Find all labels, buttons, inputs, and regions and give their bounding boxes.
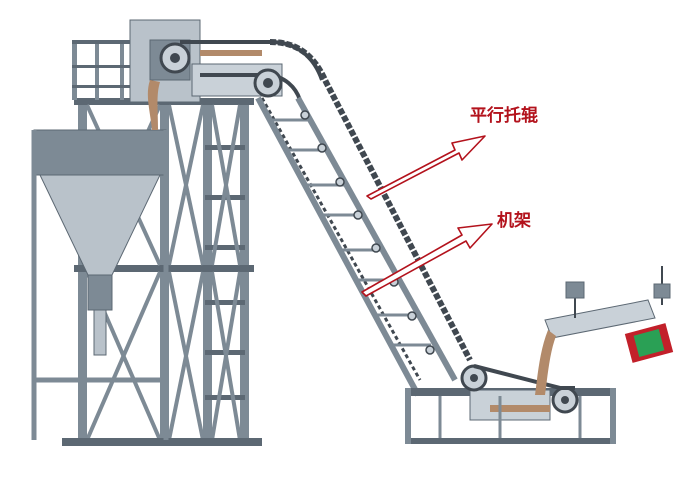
vibrating-feeder — [535, 266, 674, 395]
inclined-conveyor — [255, 39, 473, 397]
callout-arrow-frame — [361, 223, 493, 297]
top-drive-housing — [129, 19, 201, 130]
material-hopper — [31, 129, 169, 440]
upper-conveyor — [180, 40, 324, 101]
frame-label: 机架 — [497, 211, 531, 231]
tail-section — [405, 364, 616, 444]
parallel-idler-label: 平行托辊 — [470, 106, 538, 126]
callout-arrow-idler — [366, 135, 486, 200]
